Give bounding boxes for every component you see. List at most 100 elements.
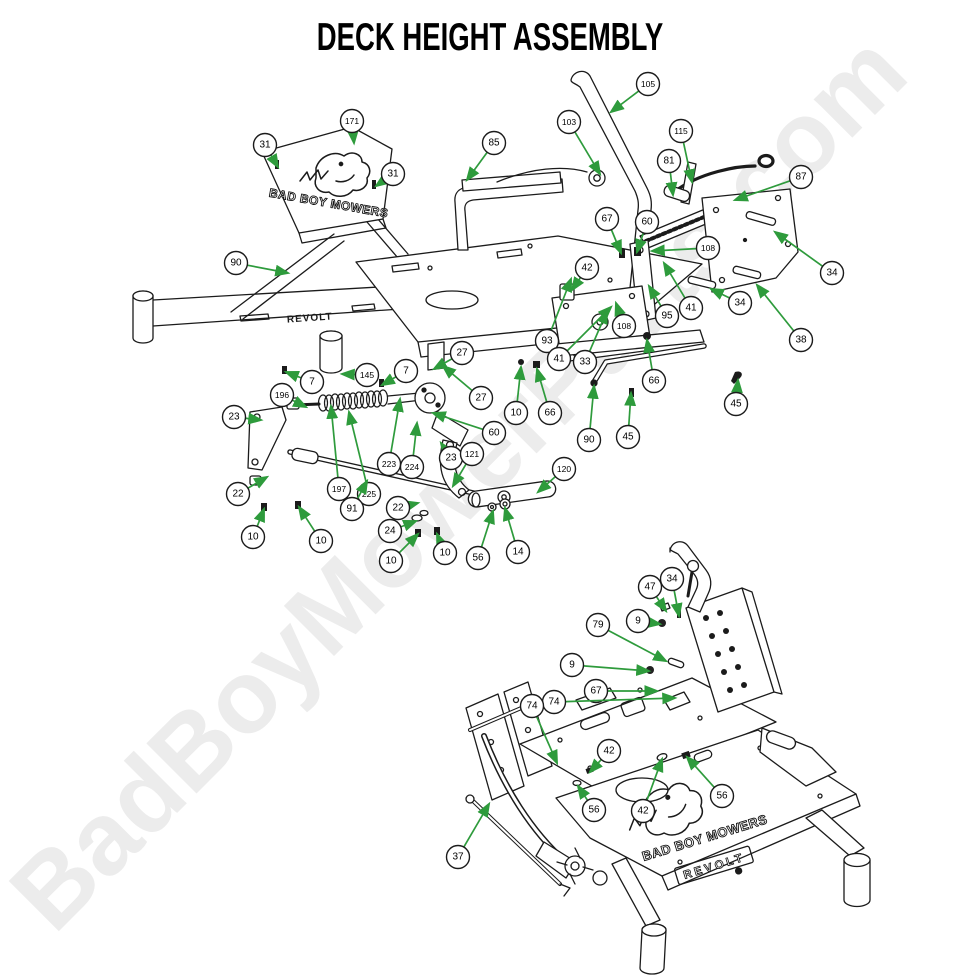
callout-number: 23 [228, 412, 240, 423]
callout-number: 27 [475, 393, 487, 404]
leader-line [291, 395, 309, 409]
callout-circle [378, 548, 404, 574]
callout-115: 115 [668, 118, 696, 185]
leader-line [647, 283, 662, 307]
anti-scalp-rollers [640, 854, 870, 975]
callout-number: 7 [309, 377, 315, 388]
leader-line [326, 403, 339, 478]
callout-9: 9 [559, 652, 652, 678]
callout-number: 90 [230, 258, 242, 269]
leader-line [465, 151, 488, 183]
callout-circle [445, 844, 471, 870]
leader-line [614, 300, 626, 317]
callout-circle [634, 209, 660, 235]
callout-number: 108 [701, 243, 715, 253]
pedal-lever [670, 542, 711, 612]
leader-line [346, 129, 359, 146]
callout-circle [581, 797, 607, 823]
callout-38: 38 [755, 283, 814, 353]
callout-108: 108 [611, 300, 637, 339]
callout-number: 14 [512, 547, 524, 558]
leader-line [373, 173, 390, 188]
callout-number: 10 [510, 408, 522, 419]
callout-circle [326, 476, 352, 502]
leader-line [670, 590, 683, 619]
callout-number: 31 [259, 140, 271, 151]
callout-number: 22 [232, 489, 244, 500]
leader-line [247, 475, 270, 489]
right-bracket [760, 728, 836, 786]
leader-line [608, 90, 640, 114]
leader-line [266, 152, 280, 170]
callout-number: 27 [456, 348, 468, 359]
leader-line [586, 383, 599, 429]
callout-number: 91 [346, 504, 358, 515]
bulldog-logo [300, 153, 370, 196]
callout-number: 225 [362, 489, 376, 499]
callout-circle [615, 424, 641, 450]
leader-line [297, 504, 316, 532]
callout-circle [459, 441, 485, 467]
callout-circle [695, 235, 721, 261]
callout-67: 67 [594, 206, 622, 256]
callout-number: 42 [603, 746, 615, 757]
callout-number: 24 [384, 526, 396, 537]
callout-circle [654, 303, 680, 329]
callout-197: 197 [326, 403, 352, 502]
leader-line [535, 716, 559, 766]
callout-103: 103 [556, 109, 602, 177]
callout-105: 105 [608, 71, 661, 114]
callout-number: 31 [387, 169, 399, 180]
callout-42: 42 [630, 756, 664, 824]
callout-7: 7 [283, 369, 325, 395]
leader-line [682, 142, 696, 185]
callout-196: 196 [269, 382, 309, 409]
callout-circle [339, 108, 365, 134]
callout-circle [551, 456, 577, 482]
callout-number: 145 [360, 370, 374, 380]
callout-circle [354, 362, 380, 388]
callout-circle [537, 400, 563, 426]
callout-223: 223 [376, 396, 404, 477]
callout-27: 27 [431, 340, 475, 371]
callout-circle [240, 524, 266, 550]
callout-circle [519, 693, 545, 719]
leader-line [665, 172, 678, 198]
callout-number: 10 [439, 548, 451, 559]
callout-34: 34 [659, 566, 685, 619]
leader-line [379, 373, 397, 387]
callout-14: 14 [502, 505, 531, 565]
leader-line [431, 357, 453, 371]
callout-number: 85 [488, 138, 500, 149]
callout-circle [468, 385, 494, 411]
leader-line [430, 411, 484, 431]
callout-224: 224 [399, 420, 425, 480]
callout-circle [678, 295, 704, 321]
callout-number: 67 [590, 686, 602, 697]
callout-23: 23 [221, 404, 264, 430]
leader-line [649, 244, 697, 257]
callout-60: 60 [634, 209, 660, 255]
callout-number: 34 [734, 298, 746, 309]
leader-line [755, 283, 795, 332]
callout-56: 56 [576, 783, 607, 823]
callout-circle [723, 391, 749, 417]
callout-circle [377, 518, 403, 544]
leader-line [731, 377, 743, 394]
callout-number: 197 [332, 484, 346, 494]
leader-line [588, 308, 609, 352]
callout-number: 45 [730, 399, 742, 410]
leader-line [536, 475, 556, 494]
callout-171: 171 [339, 108, 365, 146]
leader-line [245, 412, 264, 425]
callout-number: 87 [795, 172, 807, 183]
leader-line [441, 364, 473, 392]
callout-circle [269, 382, 295, 408]
callout-67: 67 [583, 678, 660, 704]
leader-line [534, 366, 548, 403]
cable [674, 156, 773, 193]
side-plate [702, 189, 798, 292]
callout-circle [503, 400, 529, 426]
